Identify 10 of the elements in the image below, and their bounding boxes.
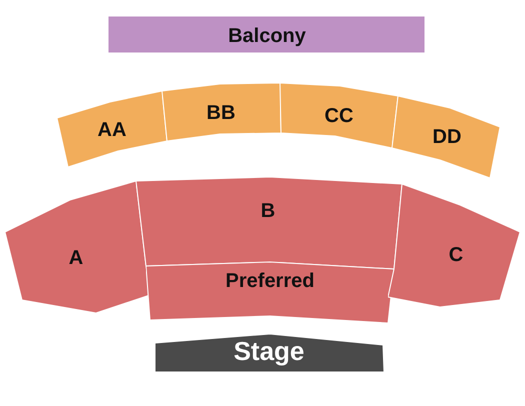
section-label: Preferred <box>226 271 314 291</box>
section-label: A <box>68 248 84 268</box>
section-label: Stage <box>234 338 304 364</box>
section-label: CC <box>324 106 354 126</box>
section-label: B <box>260 201 276 221</box>
section-label: BB <box>206 103 236 123</box>
section-label: C <box>448 245 464 265</box>
section-label: DD <box>432 127 462 147</box>
section-label: Balcony <box>228 26 306 46</box>
section-label: AA <box>98 120 126 140</box>
